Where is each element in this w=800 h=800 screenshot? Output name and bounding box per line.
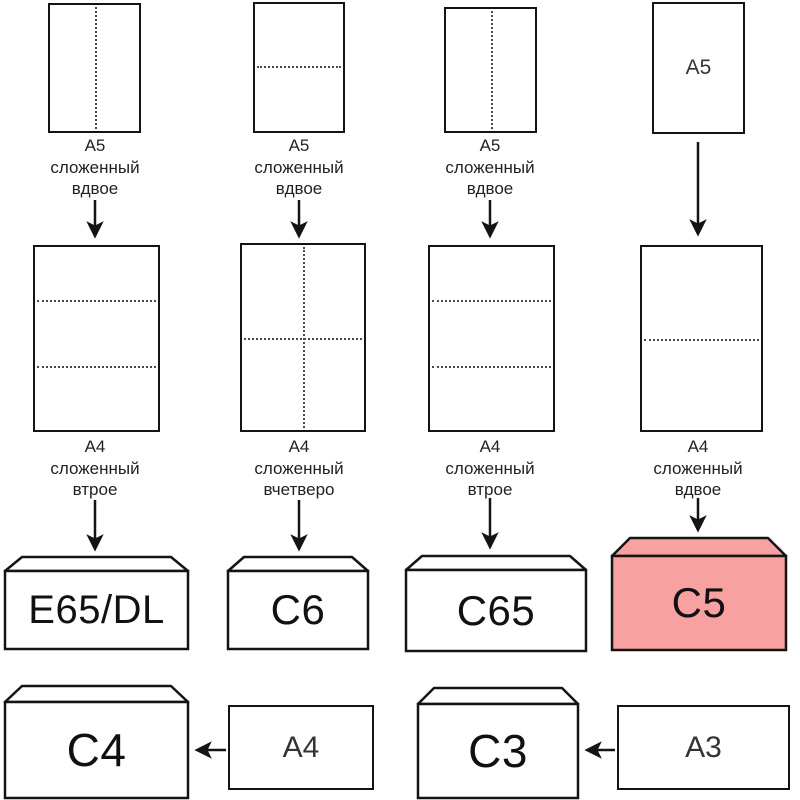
fold-line-horizontal [37,300,156,303]
envelope-c6-label: C6 [270,586,326,633]
paper-a3-source: A3 [617,705,790,790]
label-line: вчетверо [263,480,335,499]
label-line: A4 [84,437,106,456]
label-a5-folded-col1: A5 сложенный вдвое [10,135,180,200]
envelope-c5-body [610,554,788,652]
envelope-c65-shape [404,554,588,653]
envelope-e65dl-shape [3,555,190,651]
envelope-c5-shape [610,536,788,652]
fold-line-horizontal [244,337,362,340]
label-line: A4 [479,437,501,456]
fold-line-vertical [490,11,493,129]
label-line: вдвое [674,480,722,499]
envelope-c6-flap [226,555,370,573]
label-line: вдвое [466,179,514,198]
envelope-c4-body [3,700,190,800]
envelope-c4-label: C4 [66,724,127,776]
fold-line-horizontal [432,300,551,303]
label-line: A5 [288,136,310,155]
label-line: A5 [479,136,501,155]
paper-a5-plain-col4: A5 [652,2,745,134]
label-a4-folded-col3: A4 сложенный втрое [405,436,575,501]
label-line: A4 [687,437,709,456]
label-a4-folded-col4: A4 сложенный вдвое [613,436,783,501]
envelope-c5-flap [610,536,788,558]
envelope-c3-label: C3 [468,725,528,777]
paper-a5-fold-half-vertical-col1 [48,3,141,133]
paper-a4-fold-thirds-col1 [33,245,160,432]
label-line: втрое [467,480,513,499]
paper-a5-fold-half-vertical-col3 [444,7,537,133]
envelope-c65-body [404,568,588,653]
paper-a5-inner-label: A5 [685,56,712,79]
envelope-c3-flap [416,686,580,706]
paper-a4-source: A4 [228,705,374,790]
envelope-c65-label: C65 [456,586,536,634]
label-line: сложенный [50,458,140,478]
paper-a4-fold-quarters-col2 [240,243,366,432]
label-line: сложенный [653,458,743,478]
envelope-c6-body [226,569,370,651]
label-line: вдвое [275,179,323,198]
label-a5-folded-col2: A5 сложенный вдвое [214,135,384,200]
envelope-e65dl-label: E65/DL [28,587,165,632]
fold-line-horizontal [432,365,551,368]
envelope-e65dl-flap [3,555,190,573]
envelope-c3-shape [416,686,580,800]
label-line: A5 [84,136,106,155]
label-line: вдвое [71,179,119,198]
fold-line-horizontal [37,365,156,368]
paper-a5-fold-half-horizontal-col2 [253,2,345,133]
label-line: втрое [72,480,118,499]
envelope-c3-body [416,702,580,800]
fold-line-vertical [94,7,97,129]
fold-line-horizontal [257,66,341,69]
paper-a4-fold-half-col4 [640,245,763,432]
label-line: A4 [288,437,310,456]
envelope-c6-shape [226,555,370,651]
label-a4-folded-col2: A4 сложенный вчетверо [214,436,384,501]
paper-a3-source-label: A3 [685,730,722,764]
envelope-c65-flap [404,554,588,572]
label-a5-folded-col3: A5 сложенный вдвое [405,135,575,200]
envelope-e65dl-body [3,569,190,651]
label-line: сложенный [50,157,140,177]
envelope-c4-flap [3,684,190,704]
label-line: сложенный [254,458,344,478]
envelope-c5-label: C5 [671,579,727,626]
paper-a4-source-label: A4 [282,730,320,764]
label-line: сложенный [254,157,344,177]
envelope-c4-shape [3,684,190,800]
label-a4-folded-col1: A4 сложенный втрое [10,436,180,501]
fold-line-horizontal [644,338,759,341]
label-line: сложенный [445,157,535,177]
paper-a4-fold-thirds-col3 [428,245,555,432]
label-line: сложенный [445,458,535,478]
